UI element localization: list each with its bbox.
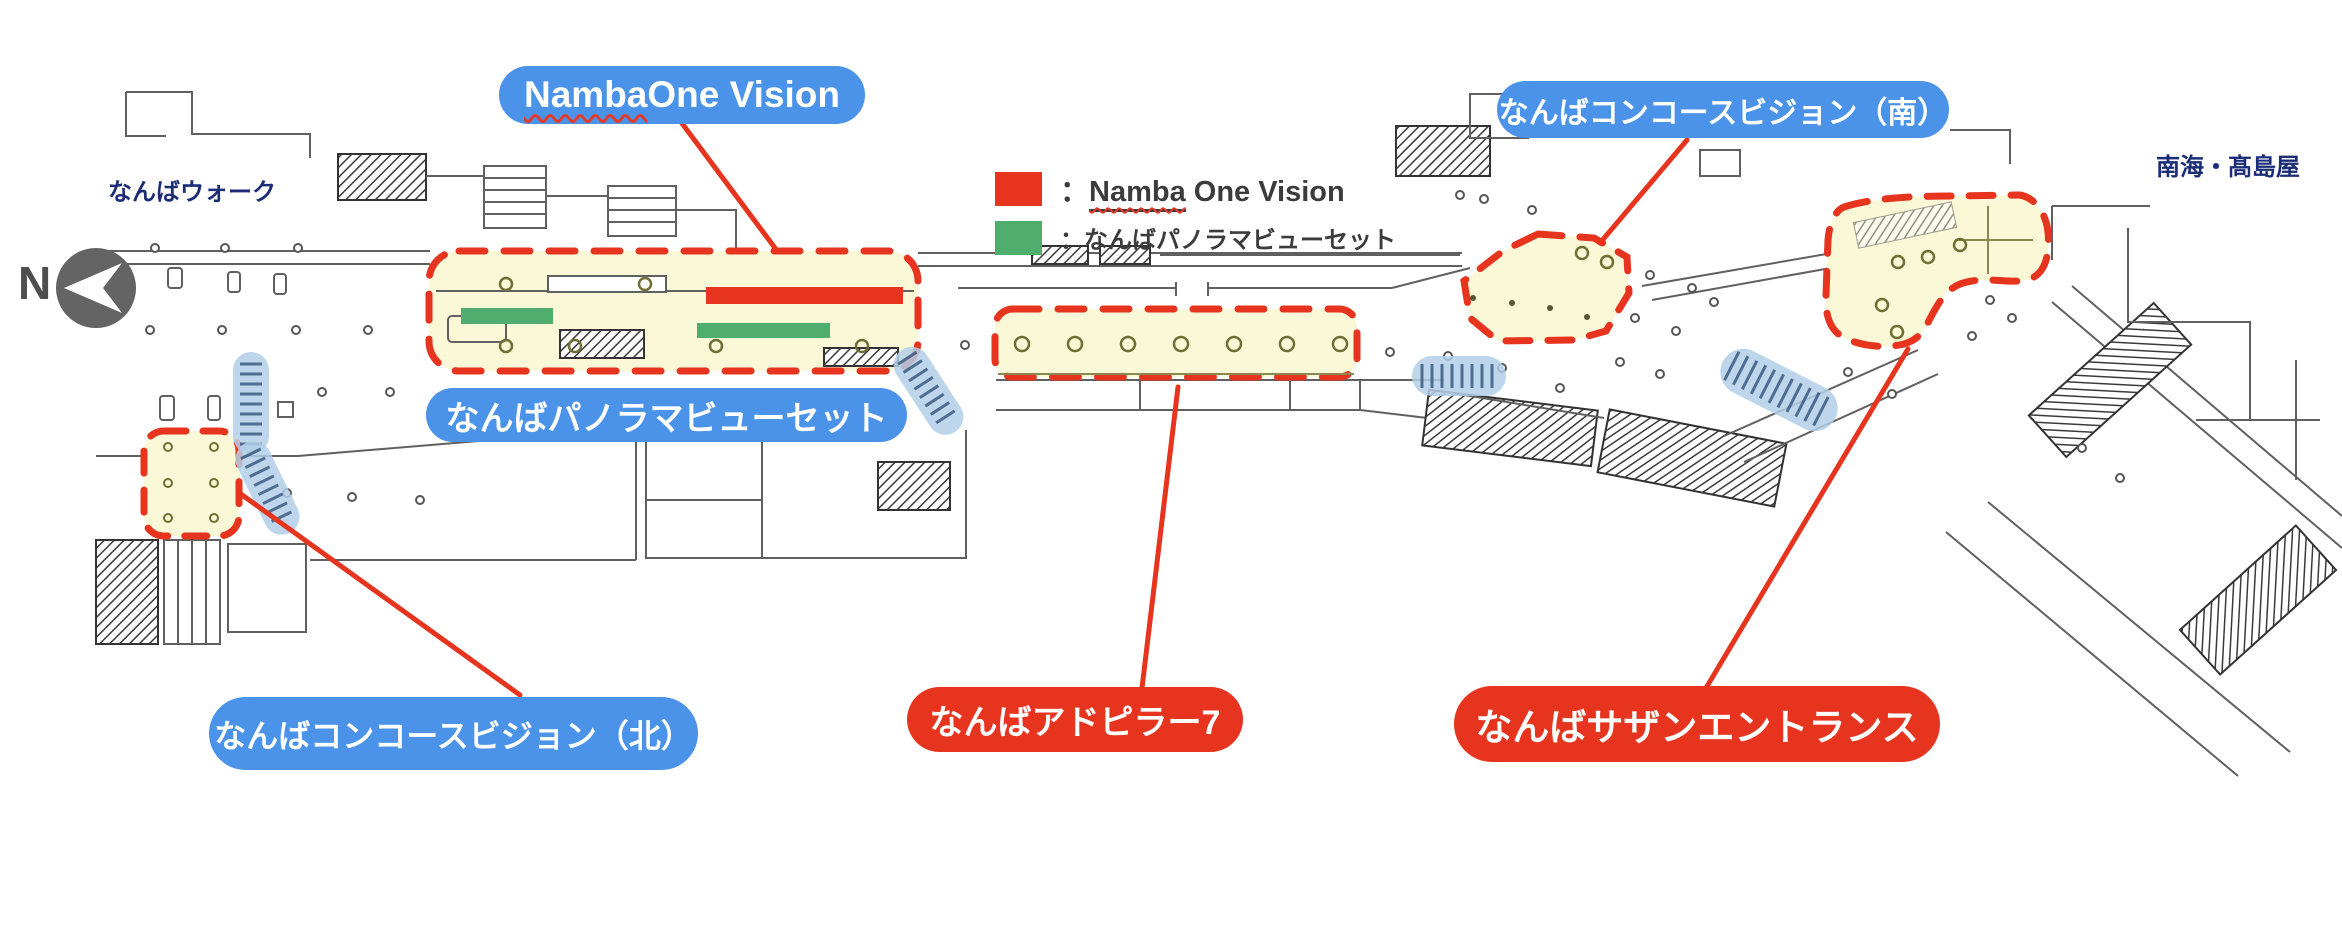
legend-swatch-green	[995, 220, 1042, 255]
legend-label: ：Namba One Vision	[1060, 168, 1345, 212]
escalator-highlights	[233, 346, 1838, 535]
leader-concourse-south	[1597, 137, 1690, 246]
legend-item-panorama-view-set: ：なんばパノラマビューセット	[995, 220, 1396, 255]
highlight-regions	[140, 191, 2052, 540]
floorplan-linework	[94, 91, 2342, 777]
leader-ad-pillar-7	[1139, 384, 1181, 691]
callout-southern-entrance: なんばサザンエントランス	[1454, 686, 1940, 762]
region-concourse-vision-north	[140, 427, 243, 540]
callout-concourse-vision-south: なんばコンコースビジョン（南）	[1497, 81, 1949, 138]
legend-swatch-red	[995, 172, 1042, 206]
leader-lines	[235, 119, 1911, 698]
region-ad-pillar-7	[991, 305, 1361, 381]
callout-panorama-view-set: なんばパノラマビューセット	[426, 388, 907, 442]
leader-southern-entrance	[1703, 346, 1911, 691]
leader-concourse-north	[235, 489, 523, 698]
callout-ad-pillar-7: なんばアドピラー7	[907, 687, 1243, 752]
region-concourse-vision-south	[1460, 230, 1633, 345]
area-label-namba-walk: なんばウォーク	[108, 179, 276, 206]
area-label-nankai-takashimaya: 南海・髙島屋	[2156, 154, 2300, 181]
legend: ：Namba One Vision ：なんばパノラマビューセット	[995, 168, 1396, 255]
callout-namba-one-vision: Namba One Vision	[499, 66, 865, 124]
compass-icon	[56, 248, 136, 328]
legend-item-namba-one-vision: ：Namba One Vision	[995, 168, 1396, 212]
leader-namba-one-vision	[678, 119, 781, 255]
bar-green-panorama-2	[697, 323, 830, 338]
callout-concourse-vision-north: なんばコンコースビジョン（北）	[209, 697, 698, 770]
compass-north-label: N	[18, 257, 52, 309]
bar-green-panorama-1	[461, 308, 553, 324]
legend-label: ：なんばパノラマビューセット	[1060, 227, 1396, 254]
bar-red-namba-one-vision	[706, 287, 903, 304]
